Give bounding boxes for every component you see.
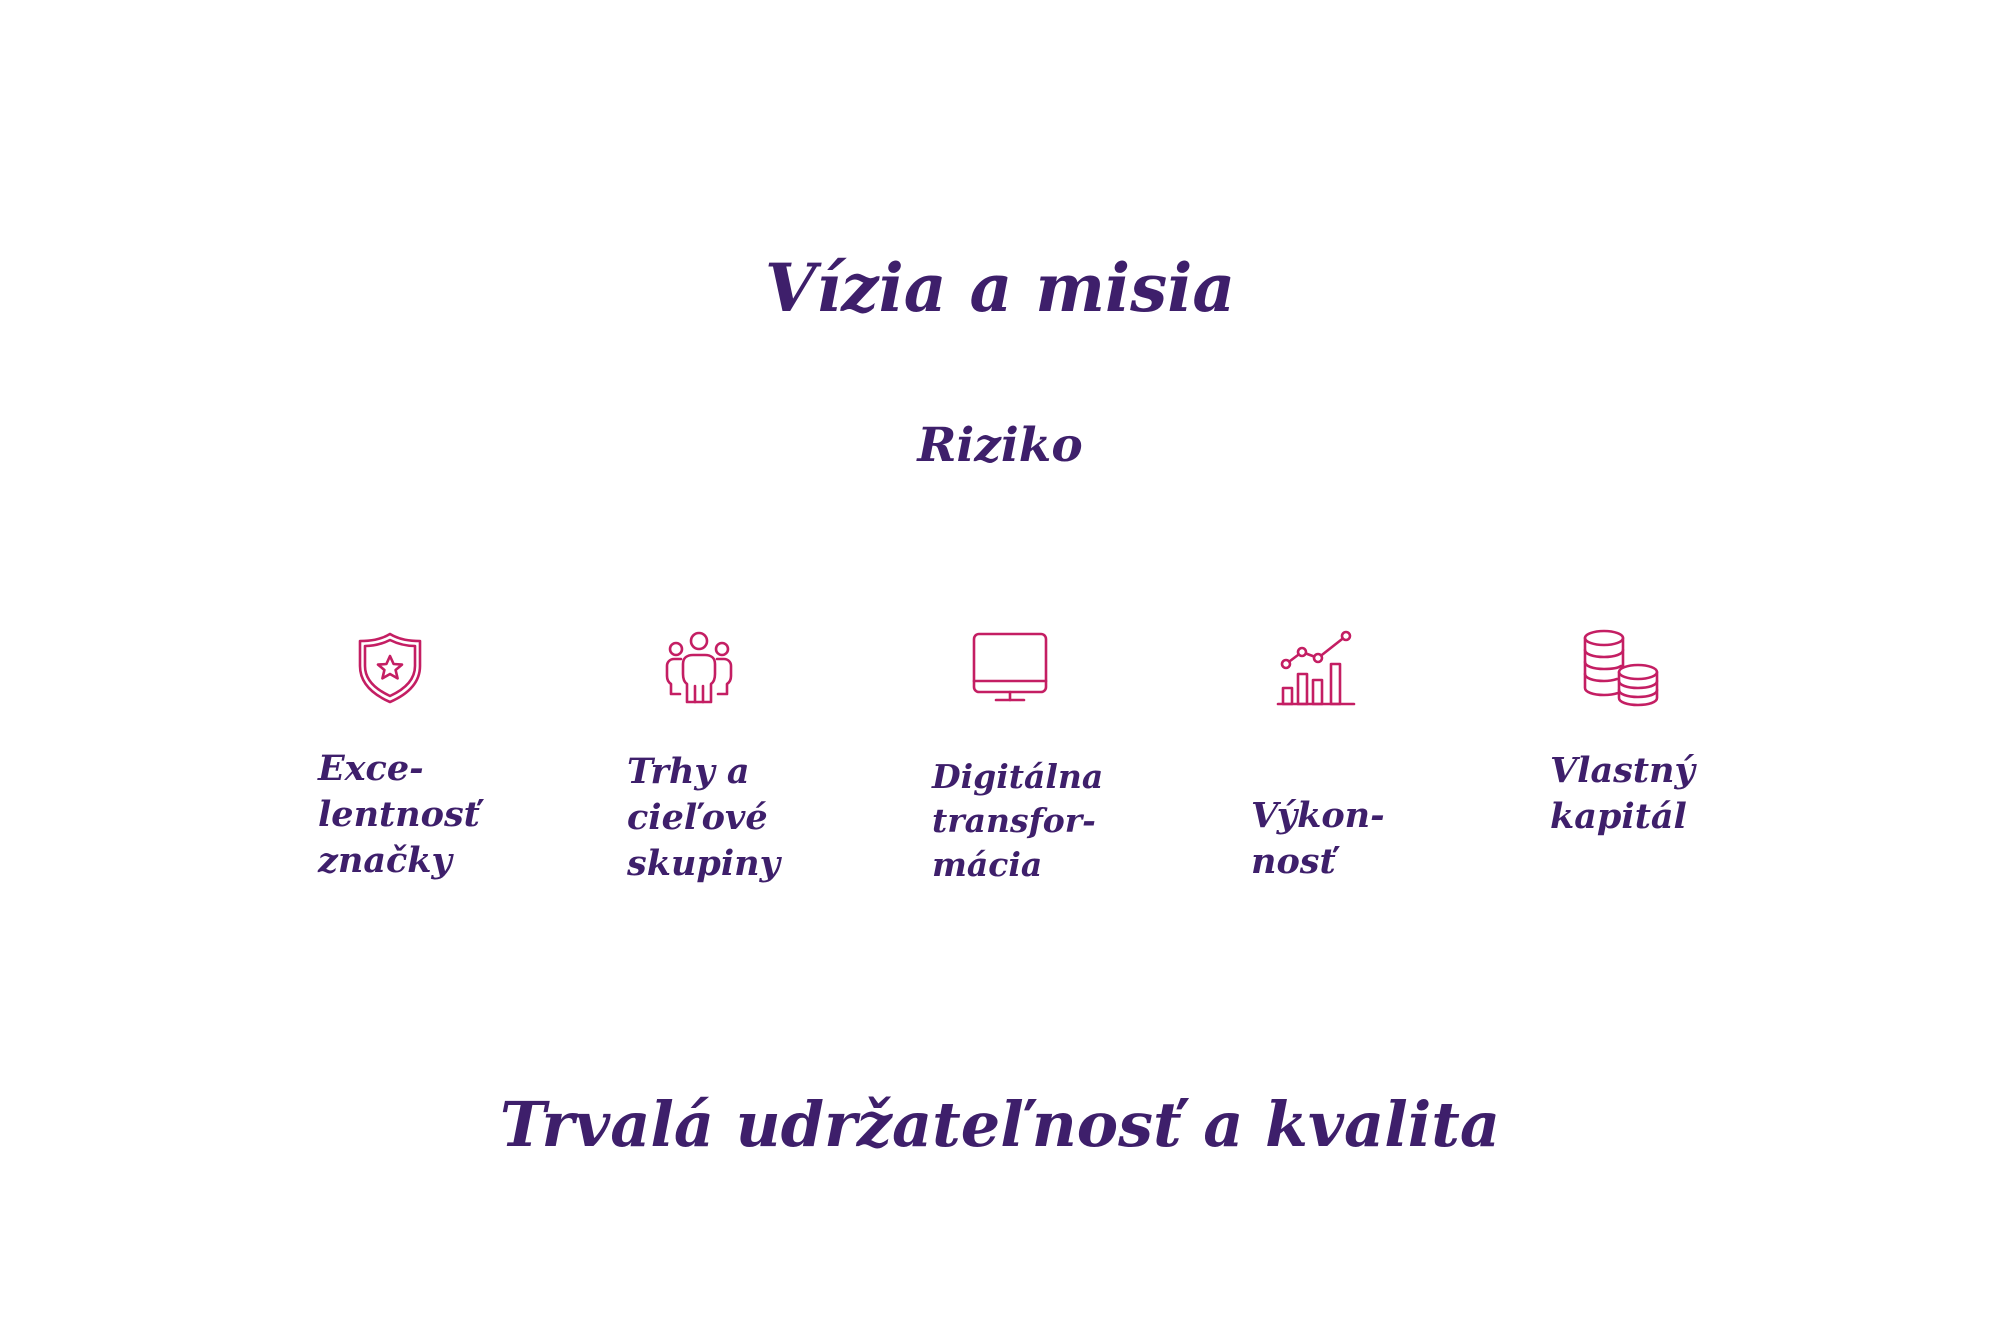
risk-item-label: Vlastný kapitál bbox=[1550, 750, 1695, 837]
shield-star-icon bbox=[350, 628, 430, 708]
people-group-icon bbox=[659, 628, 739, 708]
section-title-risk: Riziko bbox=[917, 418, 1083, 473]
growth-chart-icon bbox=[1276, 628, 1356, 708]
risk-item-label: Digitálna transfor- mácia bbox=[932, 757, 1104, 884]
section-title-sustainability: Trvalá udržateľnosť a kvalita bbox=[499, 1088, 1501, 1161]
risk-item-label: Exce- lentnosť značky bbox=[318, 748, 480, 881]
section-title-vision: Vízia a misia bbox=[764, 249, 1236, 327]
coins-stack-icon bbox=[1580, 628, 1660, 708]
monitor-icon bbox=[970, 628, 1050, 708]
risk-item-label: Trhy a cieľové skupiny bbox=[627, 751, 780, 884]
risk-item-label: Výkon- nosť bbox=[1251, 795, 1385, 882]
